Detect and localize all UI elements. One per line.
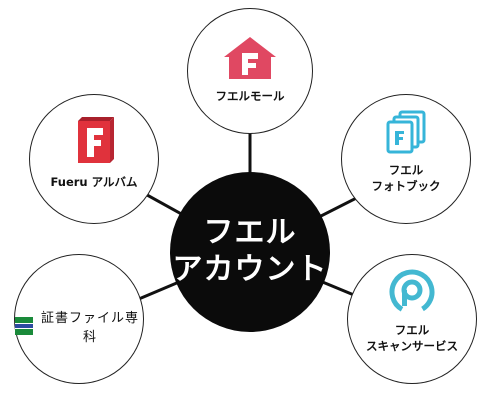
node-fueru-mall[interactable]: フエルモール xyxy=(187,8,313,134)
center-label: フエル アカウント xyxy=(172,215,328,287)
node-label: フエル フォトブック xyxy=(371,163,441,193)
shomei-logo: 証書ファイル専科 xyxy=(15,307,143,345)
center-account-node[interactable]: フエル アカウント xyxy=(170,172,330,332)
stacked-pages-icon xyxy=(342,109,470,155)
node-label: Fueru アルバム xyxy=(50,175,138,189)
node-label: フエル スキャンサービス xyxy=(366,323,458,353)
scan-p-icon xyxy=(348,269,476,315)
shomei-logo-icon xyxy=(15,317,33,335)
node-fueru-photobook[interactable]: フエル フォトブック xyxy=(341,94,471,224)
book-f-icon xyxy=(30,115,158,167)
house-f-icon xyxy=(188,35,312,81)
node-shomei-file[interactable]: 証書ファイル専科 xyxy=(14,254,144,384)
node-label: フエルモール xyxy=(215,89,285,103)
node-fueru-scan[interactable]: フエル スキャンサービス xyxy=(347,254,477,384)
node-fueru-album[interactable]: Fueru アルバム xyxy=(29,94,159,224)
node-label: 証書ファイル専科 xyxy=(40,311,139,345)
